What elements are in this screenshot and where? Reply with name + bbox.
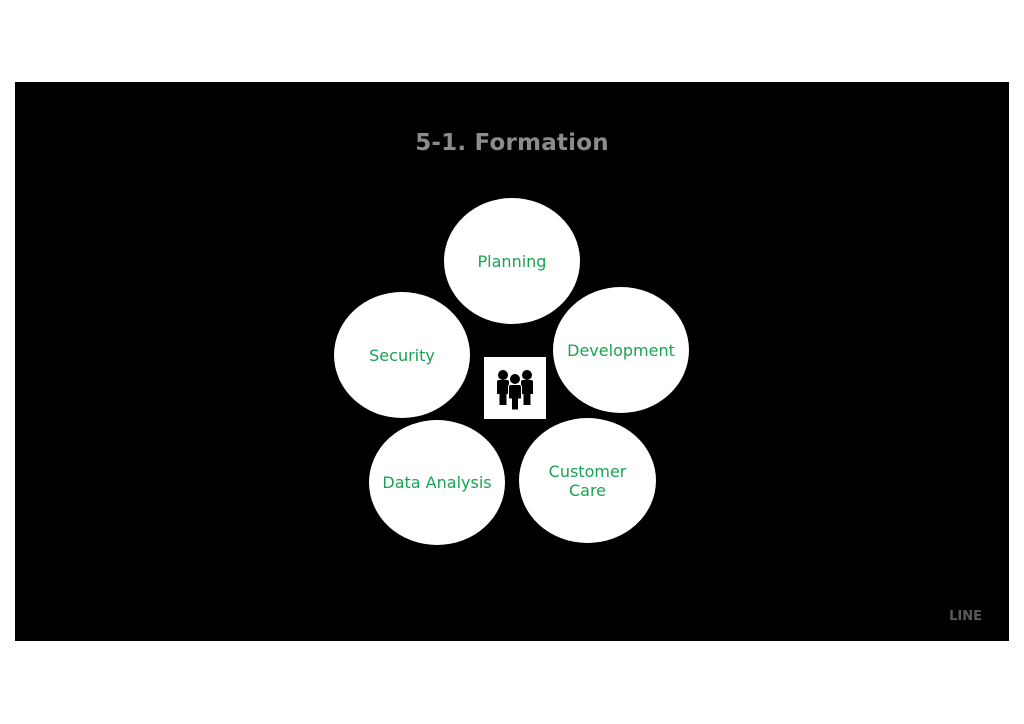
development-label: Development (567, 340, 675, 360)
security-circle: Security (334, 292, 470, 418)
team-box (484, 357, 546, 419)
planning-circle: Planning (444, 198, 580, 324)
security-label: Security (369, 345, 435, 365)
slide-title: 5-1. Formation (415, 130, 609, 156)
line-logo: LINE (949, 609, 982, 624)
planning-label: Planning (477, 251, 547, 271)
data-analysis-label: Data Analysis (382, 473, 492, 492)
slide: 5-1. Formation Planning Development Cust… (15, 82, 1009, 641)
data-analysis-circle: Data Analysis (369, 420, 505, 545)
customer-care-circle: Customer Care (519, 418, 656, 543)
team-people-icon (497, 370, 533, 411)
development-circle: Development (553, 287, 689, 413)
customer-care-label: Customer Care (548, 461, 627, 500)
